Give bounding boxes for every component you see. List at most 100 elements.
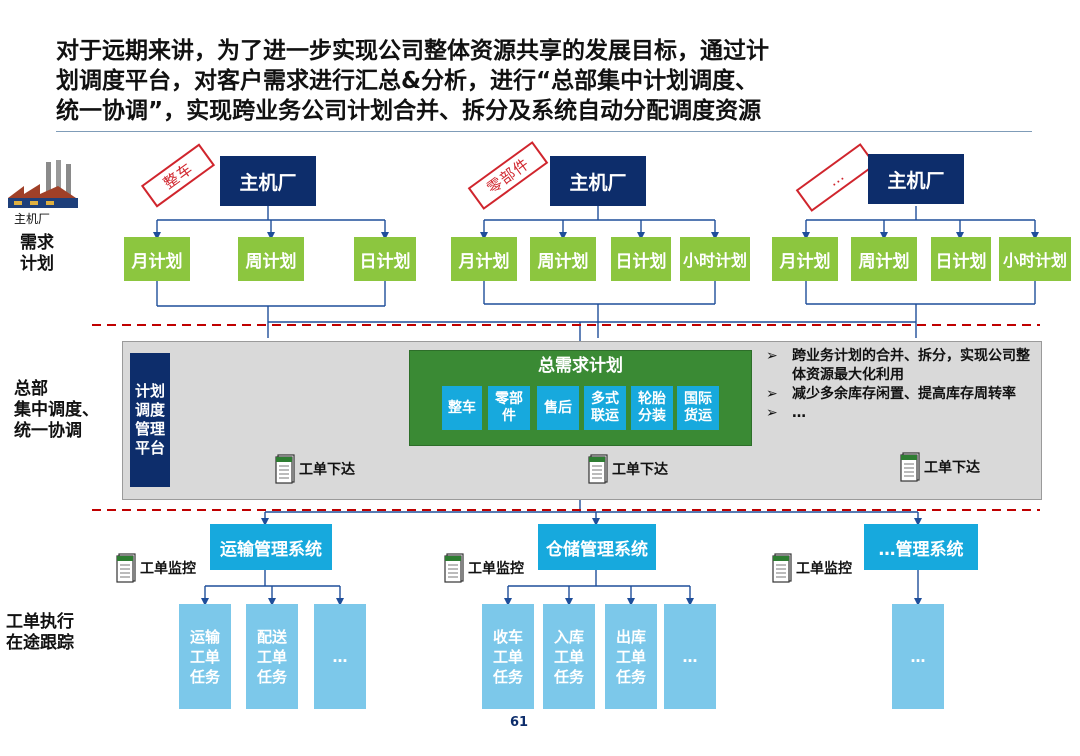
task-line: 任务 <box>553 667 584 686</box>
benefit-item: ➢ 跨业务计划的合并、拆分，实现公司整体资源最大化利用 <box>766 347 1038 385</box>
total-demand-title: 总需求计划 <box>538 356 623 376</box>
task-box: … <box>314 604 366 709</box>
document-icon <box>588 454 608 484</box>
label-line: 需求 <box>20 233 54 253</box>
work-order-issue: 工单下达 <box>588 454 668 484</box>
demand-item: 国际货运 <box>677 386 719 430</box>
task-line: 工单 <box>492 647 523 666</box>
document-icon <box>772 553 792 583</box>
title-line: 统一协调”，实现跨业务公司计划合并、拆分及系统自动分配调度资源 <box>56 98 762 124</box>
execution-tracking-label: 工单执行 在途跟踪 <box>6 612 74 654</box>
platform-box: 计划 调度 管理 平台 <box>130 353 170 487</box>
system-box: 仓储管理系统 <box>538 524 656 570</box>
task-line: … <box>682 647 698 666</box>
plan-box: 月计划 <box>772 237 838 281</box>
plan-box: 周计划 <box>238 237 304 281</box>
label-line: 统一协调 <box>14 421 82 441</box>
item-line: 分装 <box>638 408 666 424</box>
platform-line: 平台 <box>134 439 165 457</box>
plan-box: 小时计划 <box>999 237 1071 281</box>
page-title: 对于远期来讲，为了进一步实现公司整体资源共享的发展目标，通过计 划调度平台，对客… <box>56 36 856 126</box>
demand-item: 多式联运 <box>584 386 626 430</box>
item-line: 联运 <box>591 408 619 424</box>
plan-box: 周计划 <box>851 237 917 281</box>
page-number: 61 <box>510 715 529 730</box>
task-line: 工单 <box>189 647 220 666</box>
platform-line: 管理 <box>134 420 165 438</box>
task-box: 配送工单任务 <box>246 604 298 709</box>
item-line: 轮胎 <box>638 391 666 407</box>
task-line: 任务 <box>189 667 220 686</box>
document-icon <box>116 553 136 583</box>
plan-box: 日计划 <box>354 237 416 281</box>
demand-item: 零部件 <box>488 386 530 430</box>
item-line: 零部 <box>495 391 523 407</box>
bullet-arrow-icon: ➢ <box>766 348 778 364</box>
factory-icon <box>8 160 78 208</box>
demand-plan-label: 需求 计划 <box>20 233 54 275</box>
plan-box: 月计划 <box>124 237 190 281</box>
item-line: 整车 <box>448 399 476 416</box>
label-line: 工单执行 <box>6 612 74 632</box>
task-box: … <box>664 604 716 709</box>
work-order-issue-label: 工单下达 <box>924 460 980 476</box>
task-box: 运输工单任务 <box>179 604 231 709</box>
work-order-issue-label: 工单下达 <box>612 462 668 478</box>
work-order-monitor-label: 工单监控 <box>140 561 196 577</box>
system-box: …管理系统 <box>864 524 978 570</box>
demand-item: 轮胎分装 <box>631 386 673 430</box>
factory-caption: 主机厂 <box>14 212 51 226</box>
label-line: 计划 <box>20 254 54 274</box>
oem-box: 主机厂 <box>868 154 964 204</box>
work-order-monitor: 工单监控 <box>772 553 852 583</box>
plan-box: 周计划 <box>530 237 596 281</box>
task-line: 工单 <box>256 647 287 666</box>
work-order-issue: 工单下达 <box>900 452 980 482</box>
title-line: 划调度平台，对客户需求进行汇总&分析，进行“总部集中计划调度、 <box>56 68 759 94</box>
work-order-issue-label: 工单下达 <box>299 462 355 478</box>
item-line: 国际 <box>684 391 712 407</box>
benefit-text: … <box>792 405 806 421</box>
demand-item: 整车 <box>442 386 482 430</box>
benefit-item: ➢ 减少多余库存闲置、提高库存周转率 <box>766 385 1038 404</box>
work-order-monitor: 工单监控 <box>444 553 524 583</box>
oem-box: 主机厂 <box>220 156 316 206</box>
label-line: 在途跟踪 <box>6 633 74 653</box>
plan-box: 小时计划 <box>680 237 750 281</box>
bullet-arrow-icon: ➢ <box>766 405 778 421</box>
item-line: 货运 <box>684 408 712 424</box>
title-line: 对于远期来讲，为了进一步实现公司整体资源共享的发展目标，通过计 <box>56 38 769 64</box>
task-box: 收车工单任务 <box>482 604 534 709</box>
benefit-list: ➢ 跨业务计划的合并、拆分，实现公司整体资源最大化利用 ➢ 减少多余库存闲置、提… <box>766 347 1038 423</box>
task-box: 出库工单任务 <box>605 604 657 709</box>
oem-box: 主机厂 <box>550 156 646 206</box>
task-line: 任务 <box>256 667 287 686</box>
plan-box: 日计划 <box>611 237 671 281</box>
task-line: 收车 <box>492 627 523 646</box>
work-order-monitor-label: 工单监控 <box>796 561 852 577</box>
system-box: 运输管理系统 <box>210 524 332 570</box>
document-icon <box>444 553 464 583</box>
label-line: 集中调度、 <box>14 400 99 420</box>
task-box: … <box>892 604 944 709</box>
benefit-text: 跨业务计划的合并、拆分，实现公司整体资源最大化利用 <box>792 348 1030 383</box>
document-icon <box>275 454 295 484</box>
work-order-monitor: 工单监控 <box>116 553 196 583</box>
platform-line: 调度 <box>134 401 165 419</box>
demand-item: 售后 <box>537 386 579 430</box>
task-box: 入库工单任务 <box>543 604 595 709</box>
item-line: 售后 <box>544 399 572 416</box>
task-line: 工单 <box>553 647 584 666</box>
task-line: 入库 <box>553 627 584 646</box>
item-line: 件 <box>502 408 516 424</box>
work-order-monitor-label: 工单监控 <box>468 561 524 577</box>
task-line: 出库 <box>615 627 646 646</box>
title-divider <box>56 131 1032 132</box>
document-icon <box>900 452 920 482</box>
platform-line: 计划 <box>134 382 165 400</box>
task-line: … <box>332 647 348 666</box>
label-line: 总部 <box>14 379 48 399</box>
plan-box: 月计划 <box>451 237 517 281</box>
bullet-arrow-icon: ➢ <box>766 386 778 402</box>
